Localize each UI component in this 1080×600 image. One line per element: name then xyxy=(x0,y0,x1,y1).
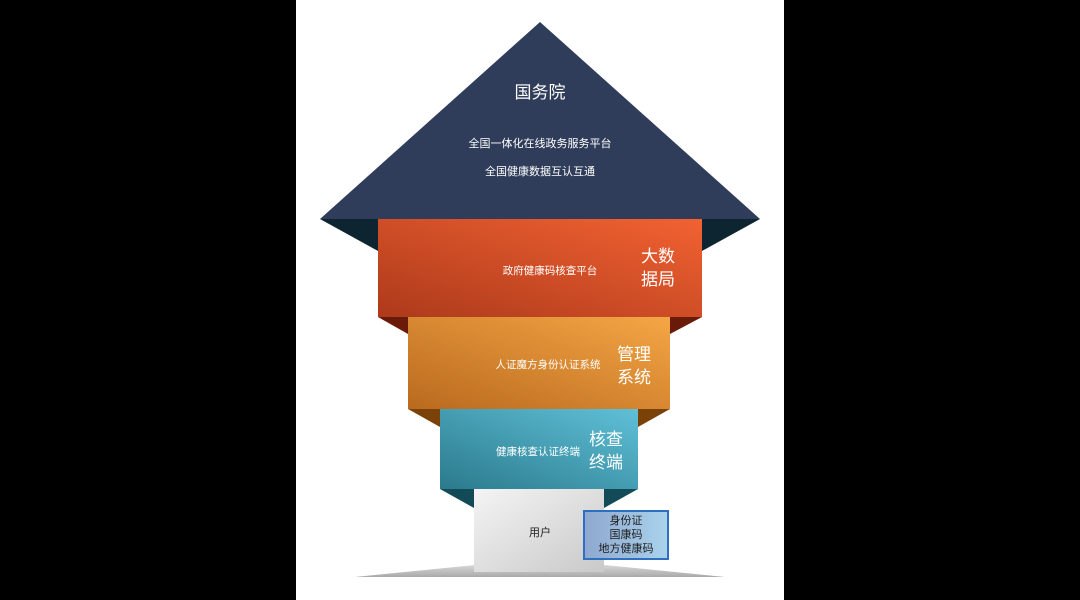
orange-block xyxy=(378,219,702,317)
teal-shadow-right xyxy=(604,489,638,508)
roof-triangle xyxy=(320,22,760,219)
id-item-local-health-code: 地方健康码 xyxy=(598,542,654,555)
amber-shadow-right xyxy=(638,409,670,427)
level-3-side-line2: 终端 xyxy=(589,453,623,473)
top-line-2: 全国健康数据互认互通 xyxy=(485,165,595,178)
level-2-side-line2: 系统 xyxy=(617,368,651,388)
top-line-1: 全国一体化在线政务服务平台 xyxy=(468,137,612,150)
teal-block xyxy=(440,409,638,489)
orange-shadow-left xyxy=(378,317,408,334)
user-block xyxy=(474,489,604,572)
level-1-side: 大数 据局 xyxy=(641,246,675,292)
level-1-side-line1: 大数 xyxy=(641,247,675,267)
level-3-side-line1: 核查 xyxy=(589,430,623,450)
level-3-main: 健康核查认证终端 xyxy=(496,446,580,458)
roof-shadow-right xyxy=(702,219,760,251)
user-label: 用户 xyxy=(529,526,551,539)
level-2-main: 人证魔方身份认证系统 xyxy=(495,359,601,371)
orange-shadow-right xyxy=(670,317,702,334)
level-3-side: 核查 终端 xyxy=(589,429,623,475)
top-title: 国务院 xyxy=(514,83,566,103)
roof-shadow-left xyxy=(320,219,378,251)
id-credentials-box: 身份证 国康码 地方健康码 xyxy=(583,510,669,560)
amber-block xyxy=(408,317,670,409)
level-1-side-line2: 据局 xyxy=(641,270,675,290)
level-2-side: 管理 系统 xyxy=(617,344,651,390)
level-2-side-line1: 管理 xyxy=(617,345,651,365)
level-1-main: 政府健康码核查平台 xyxy=(502,265,598,277)
id-item-national-health-code: 国康码 xyxy=(609,528,643,541)
amber-shadow-left xyxy=(408,409,440,427)
id-item-id-card: 身份证 xyxy=(609,514,643,527)
teal-shadow-left xyxy=(440,489,474,508)
